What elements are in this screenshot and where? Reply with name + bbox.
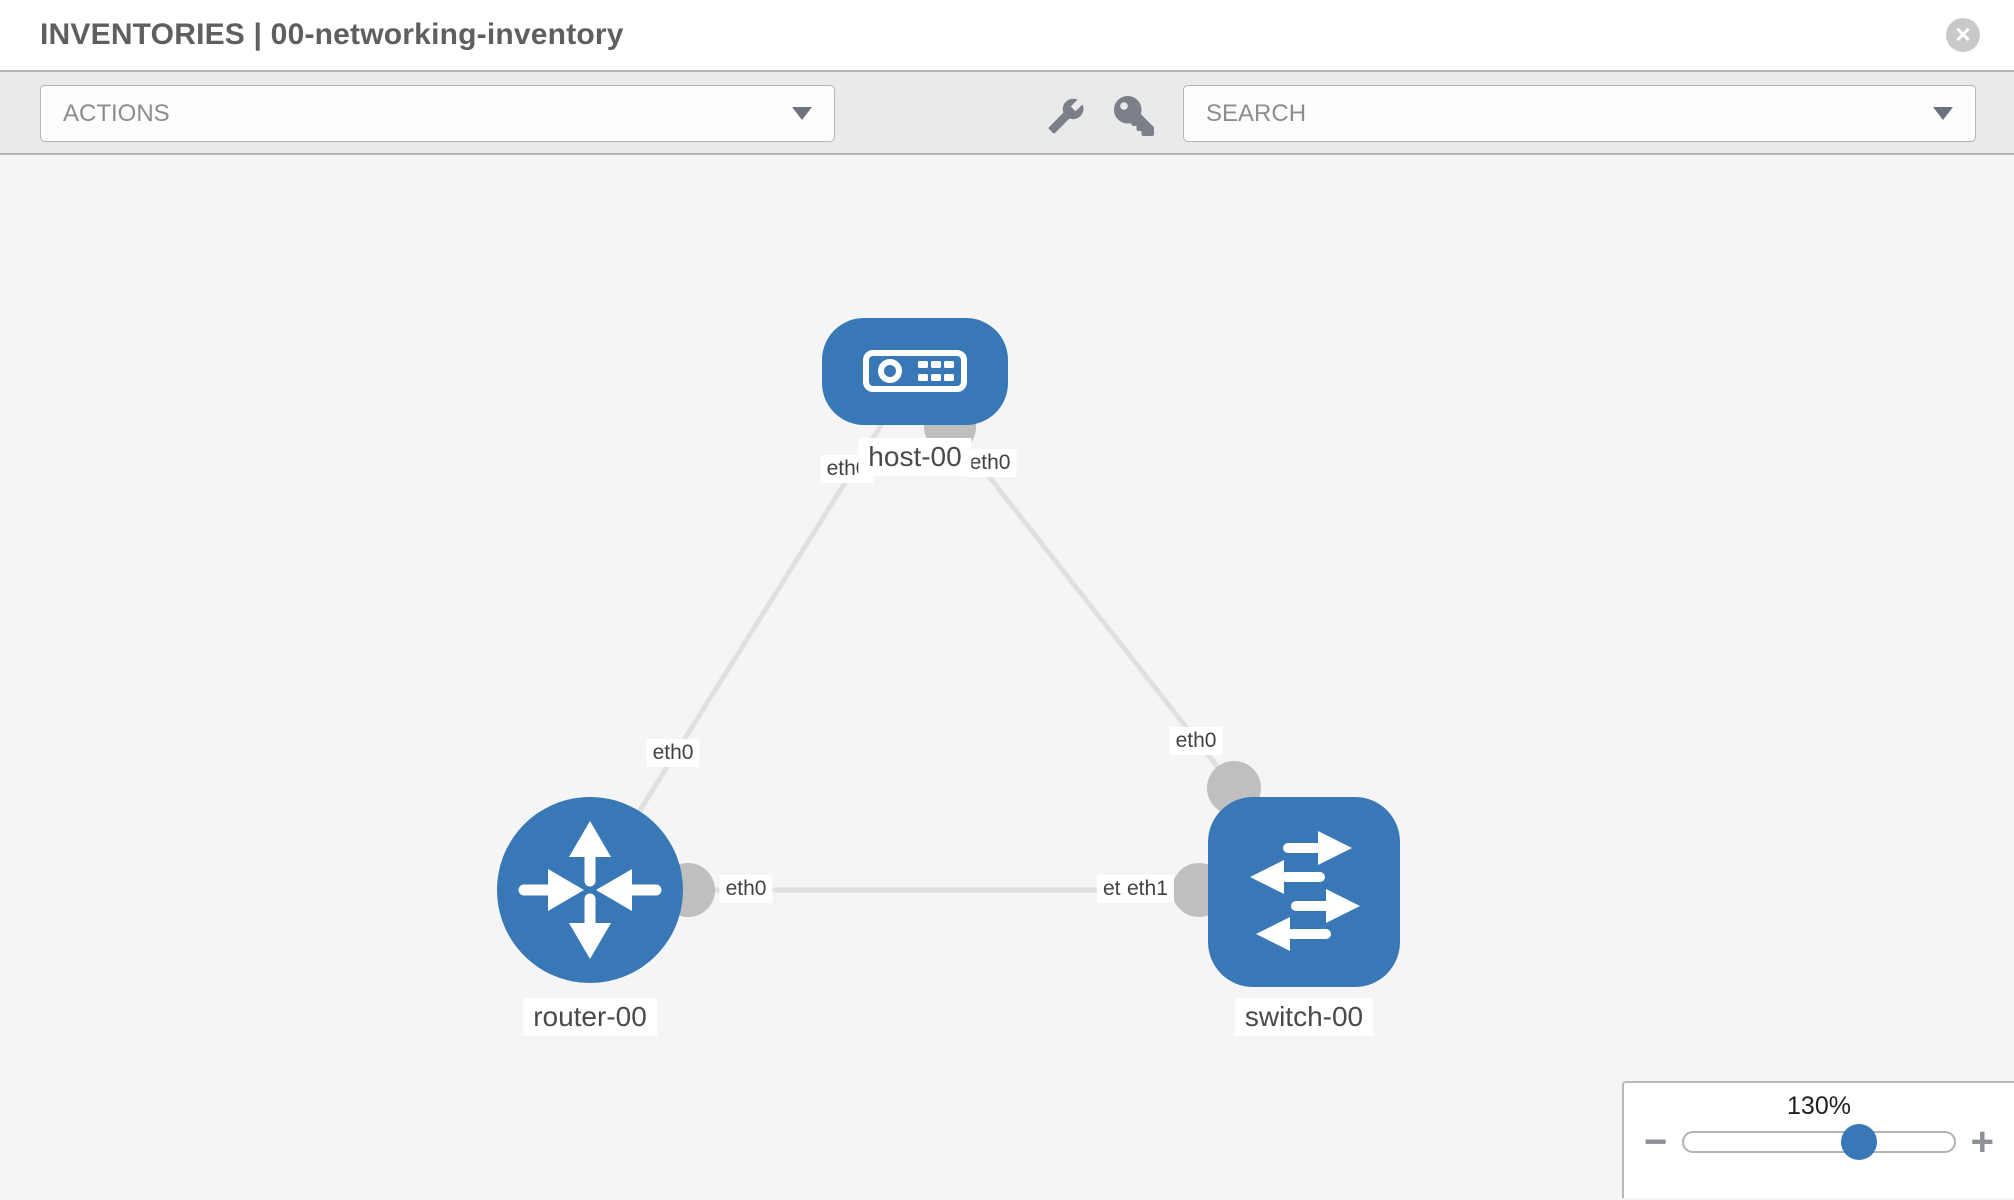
interface-label: eth0 [963, 449, 1017, 478]
key-icon [1114, 96, 1154, 136]
actions-dropdown-label: ACTIONS [63, 99, 170, 127]
zoom-out-button[interactable]: − [1644, 1120, 1668, 1164]
zoom-slider-handle[interactable] [1841, 1124, 1878, 1160]
actions-dropdown[interactable]: ACTIONS [40, 85, 835, 142]
page-title: INVENTORIES | 00-networking-inventory [40, 18, 624, 51]
header-bar: INVENTORIES | 00-networking-inventory ✕ [0, 0, 2014, 72]
node-switch[interactable] [1208, 797, 1400, 987]
zoom-level: 130% [1787, 1092, 1851, 1120]
interface-label: eth1 [1121, 875, 1174, 904]
interface-label: eth0 [1169, 727, 1223, 756]
credentials-button[interactable] [1108, 94, 1160, 138]
configure-button[interactable] [1040, 94, 1092, 138]
interface-label: eth0 [719, 875, 773, 904]
zoom-panel: 130% − + [1622, 1081, 2014, 1198]
router-icon [518, 821, 662, 959]
zoom-slider[interactable] [1682, 1124, 1956, 1160]
switch-icon [1250, 831, 1360, 951]
toolbar: ACTIONS SEARCH [0, 72, 2014, 155]
wrench-icon [1048, 98, 1084, 134]
close-icon[interactable]: ✕ [1946, 18, 1980, 52]
topology-canvas[interactable]: eth0 eth0 eth0 eth0 eth0 eth0 eth1 host-… [0, 155, 2014, 1198]
chevron-down-icon [1933, 107, 1953, 120]
node-label-router: router-00 [523, 998, 657, 1036]
zoom-in-button[interactable]: + [1970, 1120, 1994, 1164]
interface-label: eth0 [646, 739, 700, 768]
host-icon [863, 350, 967, 392]
search-dropdown-label: SEARCH [1206, 99, 1307, 127]
node-router[interactable] [497, 797, 683, 983]
node-label-host: host-00 [858, 438, 972, 476]
search-dropdown[interactable]: SEARCH [1183, 85, 1976, 142]
chevron-down-icon [792, 107, 812, 120]
node-host[interactable] [822, 318, 1008, 425]
node-label-switch: switch-00 [1234, 998, 1374, 1036]
